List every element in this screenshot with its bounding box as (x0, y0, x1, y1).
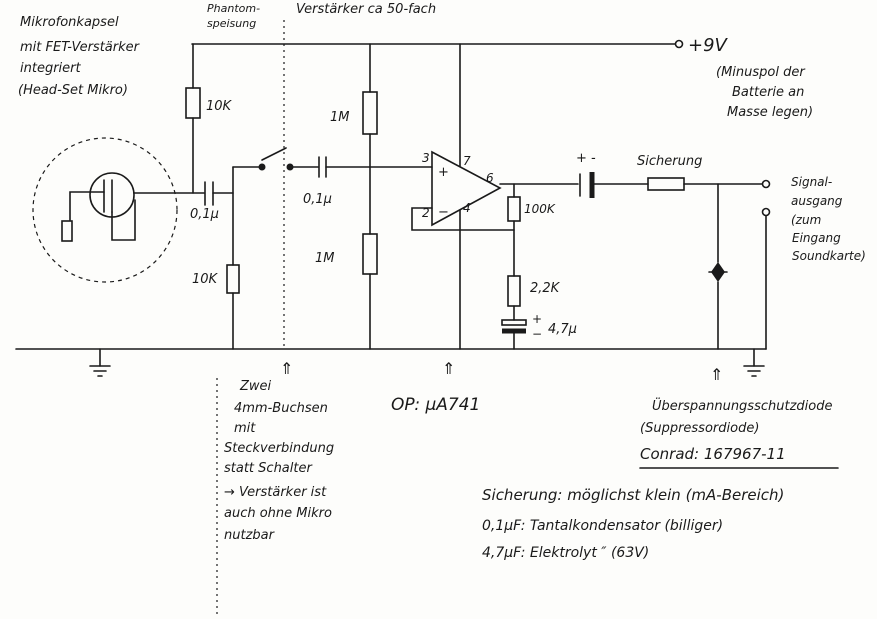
output-label-1: Signal- (791, 175, 832, 189)
opamp-symbol (431, 150, 502, 227)
pin7-label: 7 (463, 154, 471, 168)
cap-mic-label: 0,1µ (190, 207, 219, 222)
r2k2-label: 2,2K (530, 281, 561, 296)
elko-label: 4,7µ (548, 322, 577, 337)
cap-input-label: 0,1µ (303, 192, 332, 207)
elko-plus-label: + (532, 312, 542, 326)
cap-out-sign: + - (576, 151, 596, 166)
ground-symbol-left (89, 348, 111, 377)
fuse-symbol (647, 177, 685, 191)
resistor-1m-bottom (362, 233, 378, 275)
switch-lever (261, 147, 287, 161)
diode-symbol-up (711, 262, 725, 272)
note-label-1: Zwei (239, 379, 272, 394)
note-label-4: Steckverbindung (224, 441, 334, 456)
legend-line-2: 0,1µF: Tantalkondensator (billiger) (482, 518, 723, 534)
resistor-100k (507, 196, 521, 222)
ground-symbol-right (743, 348, 765, 377)
mic-label-1: Mikrofonkapsel (20, 15, 119, 30)
legend-line-3: 4,7µF: Elektrolyt ″ (63V) (482, 545, 649, 561)
pin6-label: 6 (486, 171, 494, 185)
phantom-label-2: speisung (207, 17, 256, 30)
output-terminal-signal (761, 179, 771, 189)
battery-label-2: Batterie an (732, 85, 804, 100)
pin4-label: 4 (463, 201, 471, 215)
note-label-7: auch ohne Mikro (224, 506, 332, 521)
arrow-diode: ⇑ (710, 365, 723, 384)
diode-symbol-down (711, 272, 725, 282)
r100k-label: 100K (524, 202, 556, 216)
amp-title: Verstärker ca 50-fach (296, 2, 436, 17)
note-label-6: → Verstärker ist (224, 485, 327, 500)
resistor-1m-top (362, 91, 378, 135)
output-label-4: Eingang (792, 231, 841, 245)
mic-capsule-outline (32, 137, 178, 283)
supply-terminal (674, 39, 684, 49)
mic-label-2: mit FET-Verstärker (20, 40, 141, 55)
note-label-3: mit (234, 421, 256, 436)
switch-contact-a (258, 163, 266, 171)
legend-line-1: Sicherung: möglichst klein (mA-Bereich) (482, 486, 784, 504)
diode-label-3: Conrad: 167967-11 (640, 445, 786, 463)
note-label-8: nutzbar (224, 528, 276, 543)
diode-label-1: Überspannungsschutzdiode (652, 397, 832, 414)
resistor-10k-bottom (226, 264, 240, 294)
arrow-phantom: ⇑ (280, 359, 293, 378)
output-label-3: (zum (791, 213, 821, 227)
note-label-2: 4mm-Buchsen (234, 401, 328, 416)
mic-label-3: integriert (20, 61, 81, 76)
battery-label-3: Masse legen) (727, 105, 813, 120)
arrow-opamp: ⇑ (442, 359, 455, 378)
r10k-bottom-label: 10K (192, 272, 219, 287)
opamp-minus: − (438, 205, 449, 220)
output-terminal-ground (761, 207, 771, 217)
phantom-label-1: Phantom- (207, 2, 260, 15)
pin2-label: 2 (422, 206, 430, 220)
supply-label: +9V (688, 35, 729, 56)
resistor-10k-top (185, 87, 201, 119)
battery-label-1: (Minuspol der (716, 65, 806, 80)
mic-label-4: (Head-Set Mikro) (18, 83, 128, 98)
fet-source (111, 199, 136, 241)
r1m-bottom-label: 1M (315, 251, 335, 266)
output-label-2: ausgang (791, 194, 843, 208)
fet-wiring (69, 191, 105, 221)
elko-plate-plus (501, 319, 527, 326)
mic-element (61, 220, 73, 242)
fuse-label: Sicherung (637, 154, 702, 169)
elko-minus-label: − (532, 327, 542, 341)
opamp-plus: + (438, 165, 449, 180)
r10k-top-label: 10K (206, 99, 233, 114)
feedback-wire (411, 207, 515, 231)
opamp-label: OP: µA741 (391, 395, 480, 415)
output-label-5: Soundkarte) (792, 249, 866, 263)
resistor-2k2 (507, 275, 521, 307)
r1m-top-label: 1M (330, 110, 350, 125)
pin3-label: 3 (422, 151, 430, 165)
diode-label-2: (Suppressordiode) (640, 421, 759, 436)
note-label-5: statt Schalter (224, 461, 313, 476)
